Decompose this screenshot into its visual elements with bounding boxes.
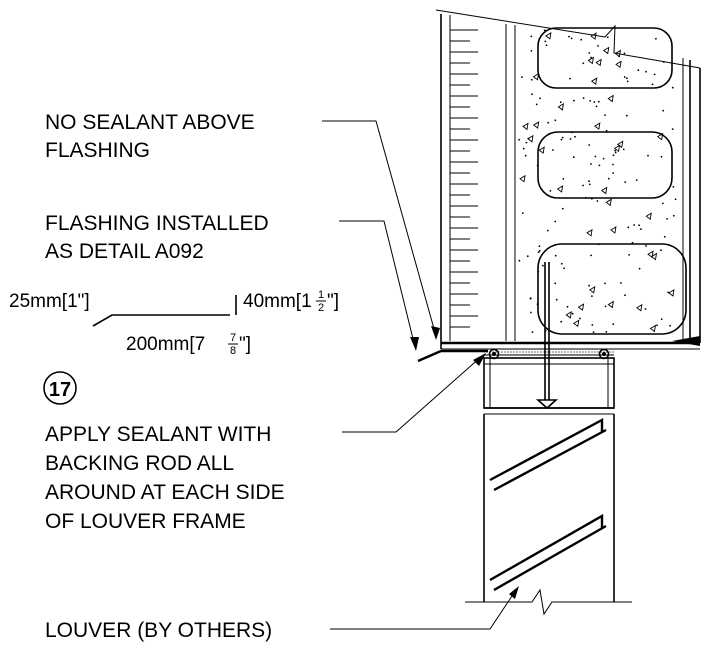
- wall-section: [435, 9, 701, 350]
- flashing-dimension-sketch: [92, 295, 237, 327]
- note-flashing-line1: FLASHING INSTALLED: [45, 212, 269, 235]
- note-no-sealant-line2: FLASHING: [45, 139, 150, 162]
- louver-frame: [483, 262, 615, 415]
- note-apply-sealant-line2: BACKING ROD ALL: [45, 452, 234, 475]
- dim-bottom-frac-den: 8: [230, 345, 236, 357]
- dim-bottom-suffix: "]: [239, 334, 251, 355]
- dim-right-leg-frac-den: 2: [318, 302, 324, 314]
- dim-bottom-frac-num: 7: [230, 332, 236, 344]
- note-apply-sealant-line1: APPLY SEALANT WITH: [45, 423, 271, 446]
- note-flashing-line2: AS DETAIL A092: [45, 240, 204, 263]
- dim-right-leg-suffix: "]: [327, 291, 339, 312]
- louver-body: [465, 414, 632, 616]
- concrete-aggregate: [518, 29, 677, 333]
- dim-right-leg-frac-num: 1: [318, 289, 324, 301]
- detail-number-circle: [43, 371, 77, 405]
- note-louver: LOUVER (BY OTHERS): [45, 619, 272, 642]
- leaders: [322, 120, 519, 630]
- note-apply-sealant-line3: AROUND AT EACH SIDE: [45, 481, 285, 504]
- note-no-sealant-line1: NO SEALANT ABOVE: [45, 111, 255, 134]
- dim-right-leg-prefix: 40mm[1: [243, 291, 312, 312]
- note-apply-sealant-line4: OF LOUVER FRAME: [45, 510, 246, 533]
- dim-left-leg: 25mm[1"]: [9, 291, 90, 312]
- detail-number: 17: [49, 379, 71, 401]
- flashing: [417, 348, 614, 363]
- dim-bottom-prefix: 200mm[7: [126, 334, 205, 355]
- cladding-hatch: [450, 29, 478, 328]
